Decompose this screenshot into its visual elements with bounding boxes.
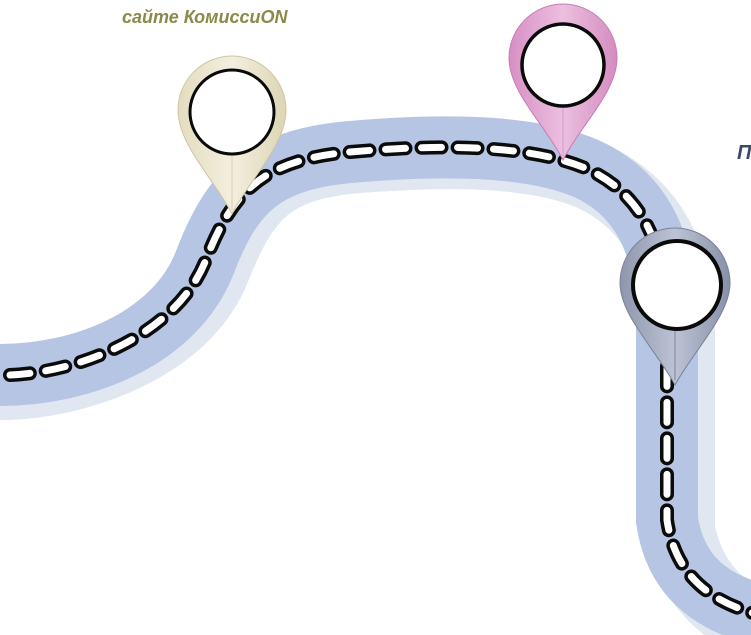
faint-subcaption <box>112 34 352 46</box>
pin-3-marker-circle <box>631 239 723 331</box>
map-pin-icon <box>619 227 731 387</box>
top-caption: сайте КомиссиON <box>122 7 288 27</box>
map-pin-icon <box>177 55 287 216</box>
road-centerline <box>6 143 751 617</box>
map-pin-icon <box>508 3 618 162</box>
right-caption-partial: П <box>737 142 751 164</box>
pin-1-marker-circle <box>188 68 276 156</box>
pin-2-marker-circle <box>520 22 606 108</box>
